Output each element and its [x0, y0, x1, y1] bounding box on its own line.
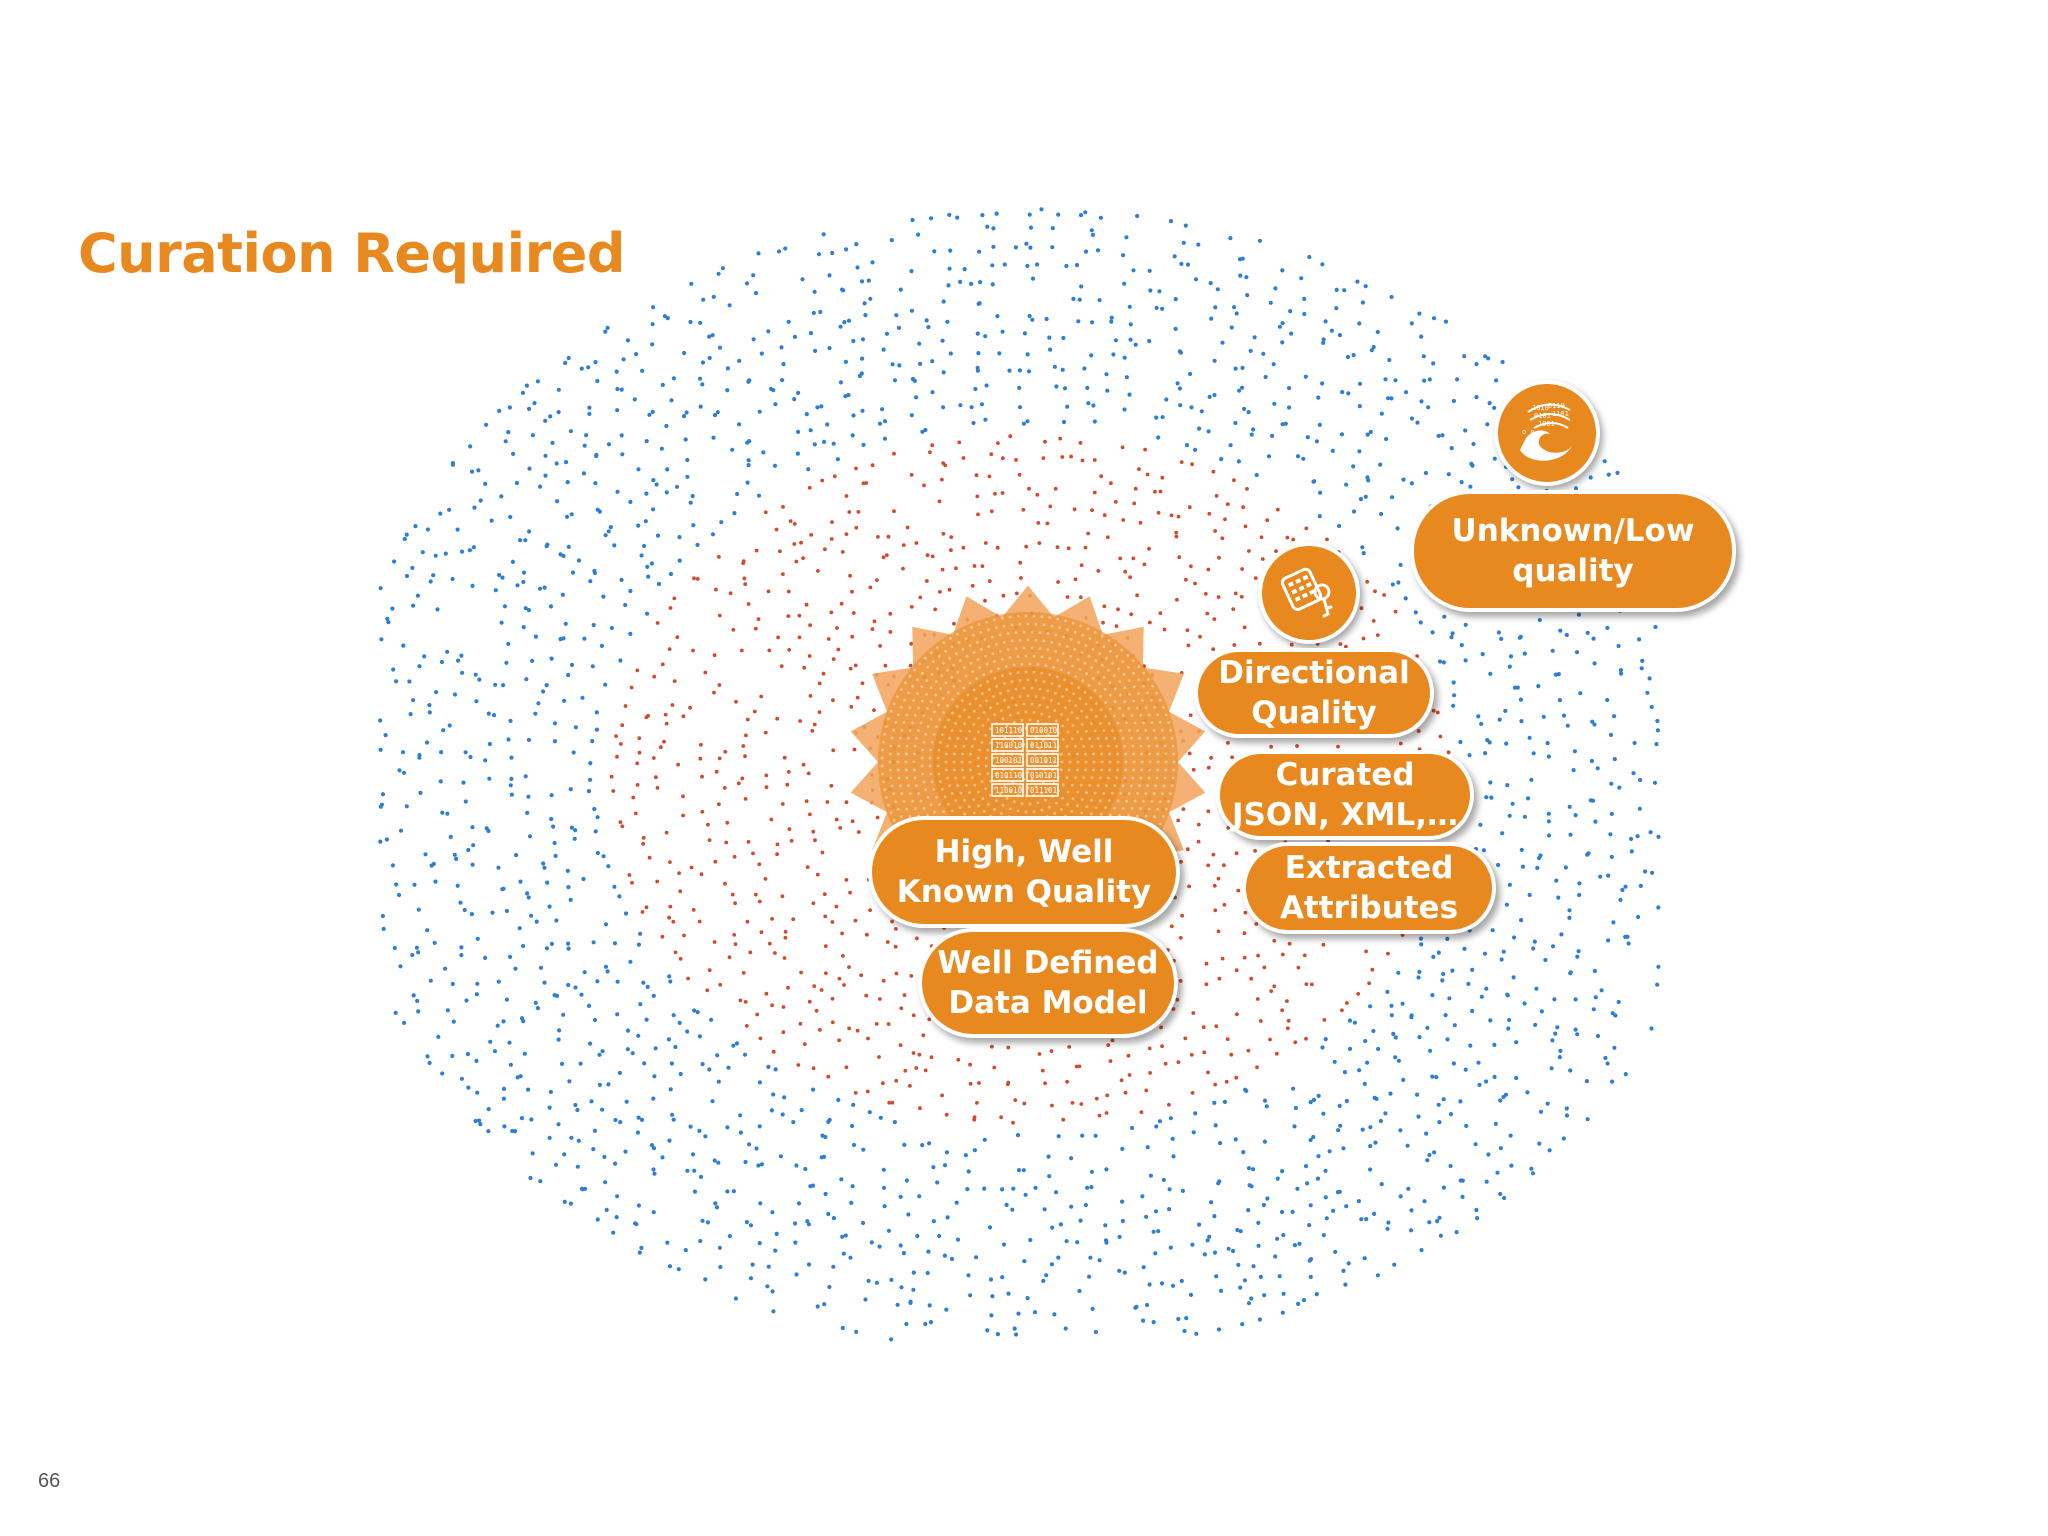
page-number: 66 — [38, 1470, 61, 1492]
svg-text:1101: 1101 — [1552, 410, 1569, 418]
binary-cell: 110010 — [995, 741, 1023, 750]
svg-text:1010: 1010 — [1532, 404, 1549, 412]
data-wave-icon: 1010 0110 0101 1101 1001 o o — [1494, 380, 1600, 486]
label-unknown-low-quality: Unknown/Low quality — [1410, 490, 1736, 612]
label-well-defined-data-model: Well Defined Data Model — [918, 928, 1178, 1038]
svg-text:o o: o o — [1522, 428, 1535, 436]
svg-text:0101: 0101 — [1534, 412, 1551, 420]
label-extracted-attributes: Extracted Attributes — [1242, 842, 1496, 934]
label-high-known-quality: High, Well Known Quality — [868, 816, 1180, 928]
binary-cell: 011011 — [1030, 741, 1057, 750]
svg-text:1001: 1001 — [1538, 420, 1555, 428]
page-title: Curation Required — [78, 222, 626, 285]
binary-cell: 010010 — [1030, 726, 1058, 735]
binary-cell: 001011 — [1030, 756, 1057, 765]
binary-cell: 100101 — [995, 756, 1022, 765]
binary-cell: 110010 — [995, 786, 1023, 795]
label-curated-json-xml: Curated JSON, XML,… — [1216, 750, 1474, 840]
label-directional-quality: Directional Quality — [1194, 648, 1434, 738]
keyboard-key-icon — [1258, 542, 1360, 644]
binary-cell: 010110 — [995, 771, 1023, 780]
binary-cell: 010101 — [1030, 771, 1057, 780]
binary-cell: 011101 — [1030, 786, 1057, 795]
binary-cell: 101110 — [995, 726, 1023, 735]
database-binary-icon: 101110 010010 110010 011011 100101 001011 0101… — [991, 723, 1059, 797]
svg-text:0110: 0110 — [1548, 402, 1565, 410]
